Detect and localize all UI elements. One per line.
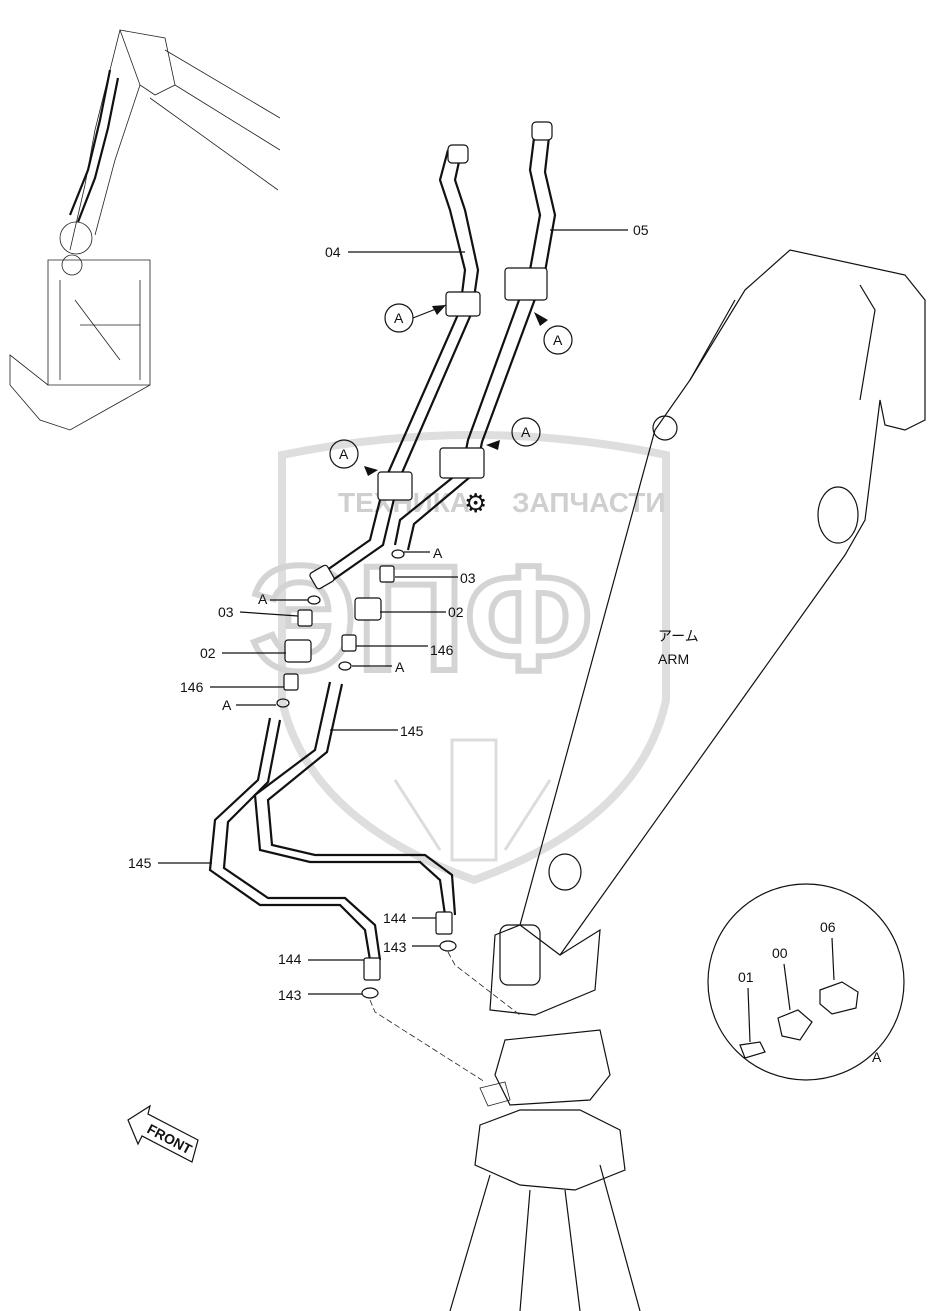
label-a2: A [258, 591, 268, 607]
label-146-right: 146 [430, 642, 454, 658]
pipe-04 [309, 144, 481, 590]
arm-label-en: ARM [658, 651, 689, 667]
excavator-overview [9, 29, 281, 431]
label-04: 04 [325, 244, 341, 260]
callout-a-2: A [553, 332, 563, 348]
label-146-left: 146 [180, 679, 204, 695]
watermark: ТЕХНИКА ⚙ ЗАПЧАСТИ ЭПФ [247, 431, 670, 885]
part-labels: 04 05 A 03 A 03 02 02 146 A 146 A 145 14… [128, 222, 649, 1003]
label-01: 01 [738, 969, 754, 985]
front-label: FRONT [145, 1121, 195, 1158]
front-arrow: FRONT [127, 1104, 199, 1163]
label-a1: A [433, 545, 443, 561]
label-02-left: 02 [200, 645, 216, 661]
callout-a-4: A [521, 424, 531, 440]
label-144-left: 144 [278, 951, 302, 967]
label-02-right: 02 [448, 604, 464, 620]
watermark-gear-icon: ⚙ [464, 488, 487, 518]
watermark-wheat-icon [393, 738, 552, 862]
arm-structure [449, 249, 926, 1311]
label-a4: A [222, 697, 232, 713]
callout-a-1: A [394, 310, 404, 326]
label-145-right: 145 [400, 723, 424, 739]
fittings [276, 549, 405, 708]
detail-a: 01 00 06 A [707, 883, 905, 1081]
label-143-right: 143 [383, 939, 407, 955]
watermark-shield [278, 431, 670, 885]
label-a3: A [395, 659, 405, 675]
hoses-145 [208, 681, 521, 1083]
callout-a-3: A [339, 446, 349, 462]
callouts: A A A A [329, 303, 573, 476]
label-145-left: 145 [128, 855, 152, 871]
label-144-right: 144 [383, 910, 407, 926]
pipe-05 [393, 121, 557, 551]
label-06: 06 [820, 919, 836, 935]
label-detail-a: A [872, 1049, 882, 1065]
watermark-right-text: ЗАПЧАСТИ [512, 487, 665, 518]
label-03-left: 03 [218, 604, 234, 620]
label-03-right: 03 [460, 570, 476, 586]
arm-label-jp: アーム [658, 628, 699, 644]
label-143-left: 143 [278, 987, 302, 1003]
arm-label: アーム ARM [658, 628, 699, 667]
label-00: 00 [772, 945, 788, 961]
label-05: 05 [633, 222, 649, 238]
